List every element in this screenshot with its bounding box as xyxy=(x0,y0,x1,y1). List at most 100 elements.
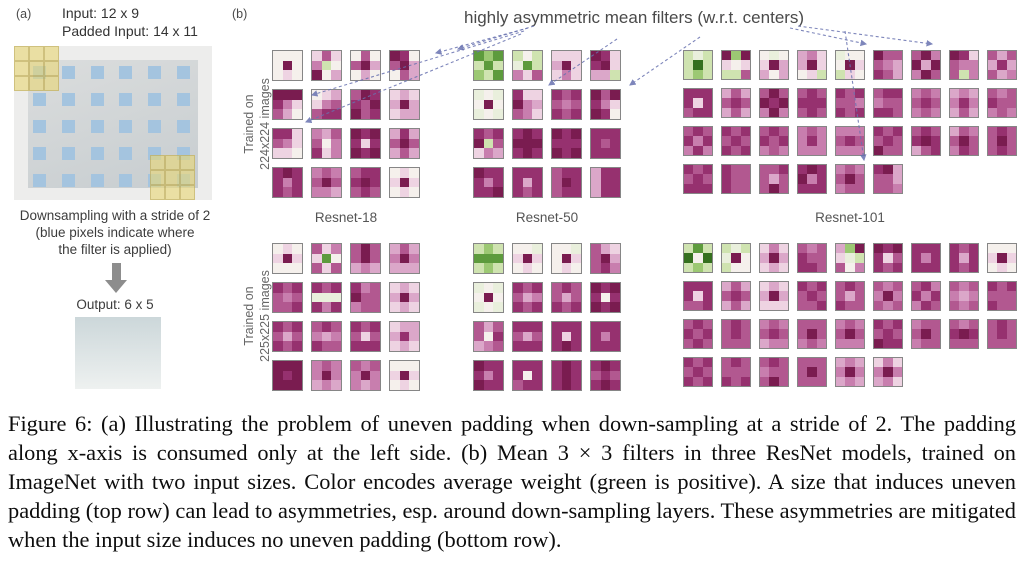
filter-cell xyxy=(740,183,750,193)
padded-input-size-label: Padded Input: 14 x 11 xyxy=(62,23,198,39)
filter-cell xyxy=(807,127,817,137)
filter-cell xyxy=(892,51,902,61)
filter-cell xyxy=(836,300,846,310)
filter-cell xyxy=(370,283,380,293)
filter-cell xyxy=(292,70,302,80)
filter-cell xyxy=(522,60,533,71)
filter-cell xyxy=(816,69,826,79)
filter-cell xyxy=(610,129,620,139)
filter-cell xyxy=(693,253,703,263)
filter-cell xyxy=(409,148,419,158)
filter-cell xyxy=(561,60,572,71)
filter-cell xyxy=(807,174,817,184)
stride-square xyxy=(177,93,190,106)
filter-cell xyxy=(312,380,322,390)
filter-cell xyxy=(693,51,703,61)
filter-cell xyxy=(513,168,523,178)
filter-cell xyxy=(331,341,341,351)
filter-cell xyxy=(390,70,400,80)
filter-cell xyxy=(331,70,341,80)
filter-cell xyxy=(351,51,361,61)
filters-resnet50-224 xyxy=(473,50,621,198)
filter-cell xyxy=(968,320,978,330)
filter-3x3 xyxy=(272,282,303,313)
filter-cell xyxy=(390,283,400,293)
filter-cell xyxy=(282,70,293,80)
filter-cell xyxy=(854,329,864,339)
filter-cell xyxy=(874,367,884,377)
filter-cell xyxy=(798,253,808,263)
filter-cell xyxy=(610,51,620,61)
filter-cell xyxy=(731,244,741,254)
filter-3x3 xyxy=(590,128,621,159)
filter-cell xyxy=(760,367,770,377)
filter-3x3 xyxy=(683,50,713,80)
filter-cell xyxy=(522,370,533,381)
filter-cell xyxy=(292,90,302,100)
filter-3x3 xyxy=(512,167,543,198)
filter-cell xyxy=(740,60,750,70)
filter-cell xyxy=(351,292,361,303)
filter-cell xyxy=(798,376,808,386)
stride-square xyxy=(177,120,190,133)
filter-3x3 xyxy=(911,243,941,273)
stride-square xyxy=(90,120,104,133)
filter-3x3 xyxy=(911,319,941,349)
filter-cell xyxy=(522,302,533,312)
filter-cell xyxy=(968,107,978,117)
filter-cell xyxy=(370,51,380,61)
filter-cell xyxy=(816,367,826,377)
filter-cell xyxy=(571,361,581,371)
filter-cell xyxy=(321,244,332,254)
filter-3x3 xyxy=(473,167,504,198)
filter-3x3 xyxy=(683,357,713,387)
filter-cell xyxy=(312,109,322,119)
stride-square xyxy=(33,147,46,160)
filter-cell xyxy=(493,361,503,371)
panel-b-tag: (b) xyxy=(232,7,248,21)
filter-cell xyxy=(399,292,410,303)
filter-cell xyxy=(552,60,562,71)
filter-cell xyxy=(988,262,998,272)
filter-cell xyxy=(722,358,732,368)
filter-cell xyxy=(874,376,884,386)
filter-3x3 xyxy=(389,128,420,159)
filter-cell xyxy=(930,329,940,339)
filter-cell xyxy=(997,127,1007,137)
filter-cell xyxy=(959,244,969,254)
filter-cell xyxy=(532,244,542,254)
filter-cell xyxy=(321,187,332,197)
filter-cell xyxy=(321,370,332,381)
filter-3x3 xyxy=(835,126,865,156)
filter-cell xyxy=(399,90,410,100)
stride-square xyxy=(33,93,46,106)
filter-cell xyxy=(474,70,484,80)
filter-cell xyxy=(321,283,332,293)
filter-cell xyxy=(409,253,419,264)
filter-3x3 xyxy=(389,243,420,274)
filter-cell xyxy=(399,380,410,390)
filter-cell xyxy=(760,253,770,263)
filter-cell xyxy=(845,358,855,368)
filter-cell xyxy=(798,145,808,155)
filter-cell xyxy=(409,109,419,119)
filter-cell xyxy=(874,291,884,301)
filter-window-cell xyxy=(14,46,29,61)
filter-cell xyxy=(552,99,562,110)
filter-cell xyxy=(997,136,1007,146)
filter-cell xyxy=(571,177,581,188)
filter-cell xyxy=(1006,320,1016,330)
filter-cell xyxy=(950,145,960,155)
filter-cell xyxy=(769,89,779,99)
filter-cell xyxy=(360,361,371,371)
filter-cell xyxy=(370,253,380,264)
filter-cell xyxy=(610,283,620,293)
filter-cell xyxy=(798,338,808,348)
filter-cell xyxy=(600,51,611,61)
filter-cell xyxy=(854,253,864,263)
filter-cell xyxy=(760,51,770,61)
filter-cell xyxy=(292,187,302,197)
filter-window-cell xyxy=(44,46,59,61)
filter-cell xyxy=(760,300,770,310)
filter-3x3 xyxy=(311,50,342,81)
